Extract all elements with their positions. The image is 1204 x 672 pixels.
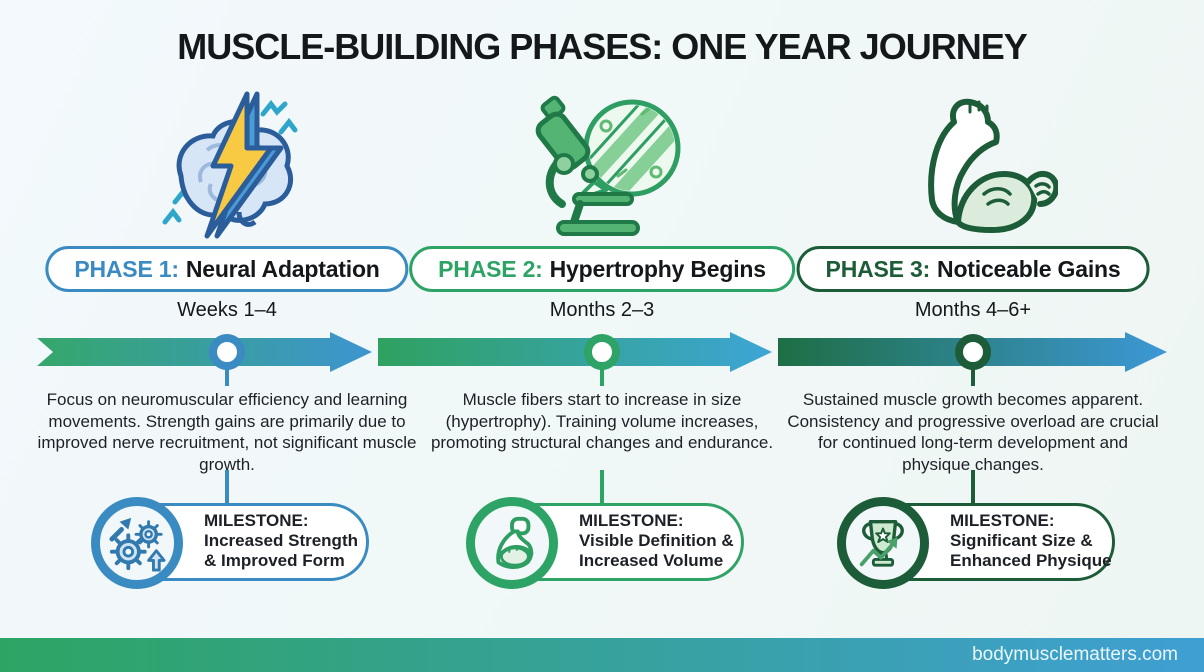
flexed-arm-tape-icon	[496, 516, 534, 569]
milestone-label: MILESTONE:	[950, 511, 1055, 530]
page-title: MUSCLE-BUILDING PHASES: ONE YEAR JOURNEY	[177, 26, 1027, 67]
phase-3-milestone-text: MILESTONE: Significant Size & Enhanced P…	[950, 511, 1114, 571]
gears-arrows-icon	[109, 517, 166, 572]
phase-3-timeframe: Months 4–6+	[914, 299, 1032, 321]
phase-2-description: Muscle fibers start to increase in size …	[430, 390, 774, 452]
footer-bar: bodymusclematters.com	[0, 638, 1204, 672]
phase-1-pill: PHASE 1: Neural Adaptation	[45, 246, 409, 292]
milestone-label: MILESTONE:	[579, 511, 684, 530]
phase-2-timeframe: Months 2–3	[549, 299, 655, 321]
phase-2-pill: PHASE 2: Hypertrophy Begins	[409, 246, 795, 292]
phase-3-name: Noticeable Gains	[937, 255, 1121, 282]
trophy-arrow-icon	[859, 520, 904, 567]
phase-1-name: Neural Adaptation	[185, 255, 380, 282]
phase-3-milestone-circle	[837, 497, 929, 589]
phase-1-description: Focus on neuromuscular efficiency and le…	[37, 390, 417, 474]
phase-3-column: PHASE 3: Noticeable Gains Months 4–6+ Su…	[778, 0, 1168, 672]
phase-3-pill: PHASE 3: Noticeable Gains	[796, 246, 1150, 292]
milestone-detail: Significant Size & Enhanced Physique	[950, 531, 1112, 570]
phase-2-name: Hypertrophy Begins	[549, 255, 766, 282]
phase-2-milestone-connector	[600, 470, 604, 504]
phase-3-milestone-connector	[971, 470, 975, 504]
milestone-detail: Increased Strength & Improved Form	[204, 531, 358, 570]
phase-1-column: PHASE 1: Neural Adaptation Weeks 1–4 Foc…	[32, 0, 422, 672]
phase-3-description: Sustained muscle growth becomes apparent…	[787, 390, 1159, 474]
phase-2-milestone-text: MILESTONE: Visible Definition & Increase…	[579, 511, 743, 571]
phase-3-label: PHASE 3:	[825, 255, 931, 282]
phase-2-label: PHASE 2:	[438, 255, 543, 282]
footer-website: bodymusclematters.com	[972, 644, 1178, 665]
phase-1-milestone-text: MILESTONE: Increased Strength & Improved…	[204, 511, 368, 571]
phase-1-label: PHASE 1:	[74, 255, 179, 282]
milestone-label: MILESTONE:	[204, 511, 309, 530]
milestone-detail: Visible Definition & Increased Volume	[579, 531, 734, 570]
flexed-arm-icon	[928, 98, 1058, 233]
brain-lightning-icon	[162, 91, 298, 239]
microscope-muscle-fibers-icon	[535, 95, 681, 236]
phase-2-milestone-circle	[466, 497, 558, 589]
phase-1-milestone-connector	[225, 470, 229, 504]
phase-1-timeframe: Weeks 1–4	[177, 299, 277, 321]
phase-2-column: PHASE 2: Hypertrophy Begins Months 2–3 M…	[407, 0, 797, 672]
phase-1-milestone-circle	[91, 497, 183, 589]
